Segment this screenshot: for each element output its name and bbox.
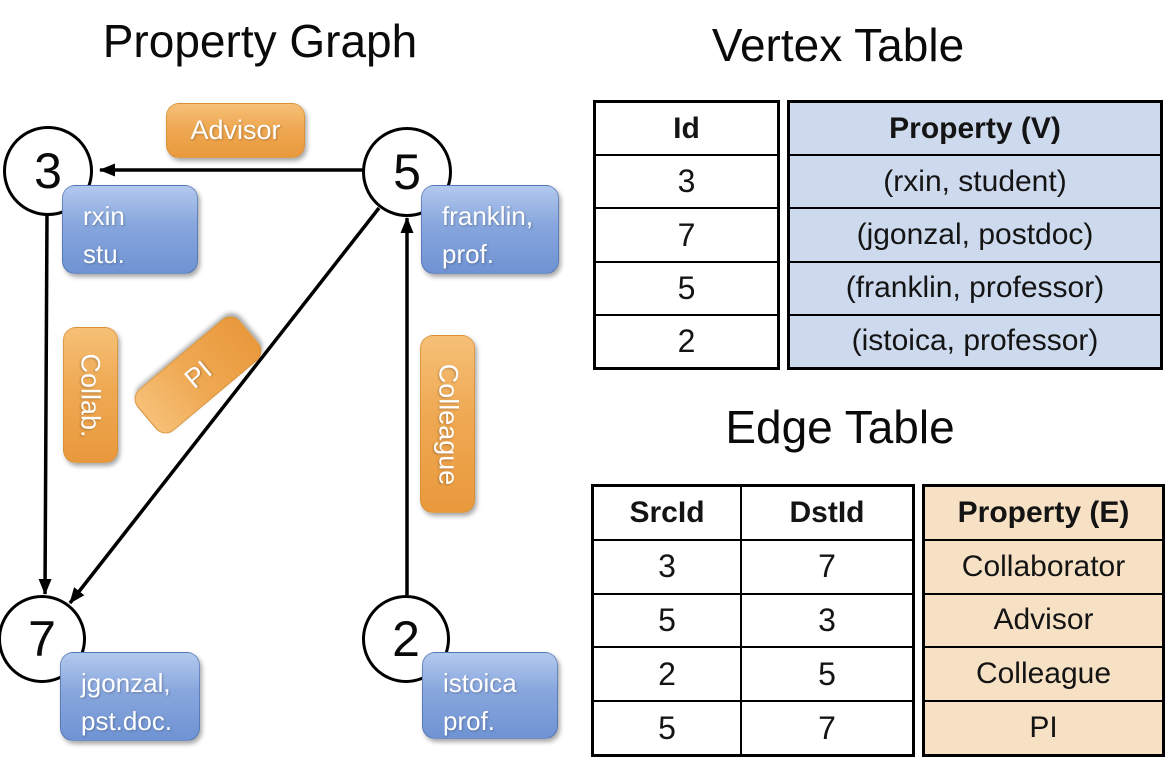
vertex-row-property: (franklin, professor) (790, 260, 1160, 314)
node-3-id: 3 (34, 143, 62, 199)
vertex-row-property: (jgonzal, postdoc) (790, 207, 1160, 260)
graph-node-5: 5 (362, 127, 452, 217)
vertex-table-property-column: Property (V) (rxin, student) (jgonzal, p… (787, 100, 1163, 370)
colleague-label-text: Colleague (433, 363, 463, 485)
edge-row-property: Colleague (925, 646, 1162, 700)
node-5-property-line1: franklin, (442, 201, 534, 231)
node-5-property-box: franklin, prof. (421, 185, 559, 274)
edge-row-property: PI (925, 700, 1162, 754)
edge-row-srcid: 3 (594, 538, 740, 593)
vertex-row-property: (rxin, student) (790, 154, 1160, 207)
edge-row-property: Advisor (925, 592, 1162, 647)
node-3-property-line1: rxin (83, 201, 125, 231)
node-2-id: 2 (392, 611, 420, 667)
edge-col-header-srcid: SrcId (629, 495, 705, 529)
edge-row-dstid: 7 (742, 538, 912, 593)
pi-label-text: PI (178, 354, 218, 395)
edge-row-dstid: 7 (742, 700, 912, 754)
edge-table-property-column: Property (E) Collaborator Advisor Collea… (922, 484, 1165, 757)
graph-node-2: 2 (362, 595, 450, 683)
node-7-property-line1: jgonzal, (81, 668, 171, 698)
edge-3-to-7 (38, 213, 52, 595)
vertex-table-id-column: Id 3 7 5 2 (593, 100, 780, 370)
vertex-row-property: (istoica, professor) (790, 313, 1160, 367)
vertex-row-id: 7 (596, 207, 777, 260)
node-3-property-line2: stu. (83, 239, 125, 269)
collab-label-text: Collab. (76, 352, 107, 438)
graph-edges-arrows (38, 163, 414, 605)
edge-label-collab: Collab. (63, 327, 118, 463)
property-graph-title: Property Graph (102, 15, 418, 67)
edge-row-dstid: 5 (742, 646, 912, 700)
advisor-label-text: Advisor (190, 115, 281, 145)
vertex-row-id: 5 (596, 260, 777, 314)
edge-row-srcid: 5 (594, 700, 740, 754)
edge-col-header-property: Property (E) (957, 495, 1130, 529)
edge-5-to-7 (68, 206, 381, 605)
node-7-property-box: jgonzal, pst.doc. (60, 652, 200, 741)
edge-col-header-dstid: DstId (789, 495, 865, 529)
edge-row-srcid: 5 (594, 592, 740, 647)
vertex-row-id: 3 (596, 154, 777, 207)
node-5-property-line2: prof. (442, 239, 495, 269)
edge-table-title: Edge Table (725, 401, 955, 453)
edge-label-colleague: Colleague (420, 335, 475, 513)
node-2-property-line1: istoica (443, 668, 517, 698)
node-2-property-box: istoica prof. (422, 652, 558, 739)
vertex-col-header-id: Id (673, 111, 700, 145)
edge-row-srcid: 2 (594, 646, 740, 700)
edge-label-advisor: Advisor (166, 103, 305, 158)
vertex-col-header-property: Property (V) (889, 111, 1061, 145)
node-5-id: 5 (393, 144, 421, 200)
node-7-property-line2: pst.doc. (81, 706, 173, 736)
node-2-property-line2: prof. (443, 706, 496, 736)
edge-row-dstid: 3 (742, 592, 912, 647)
edge-table-id-columns: SrcId 3 5 2 5 DstId 7 3 5 7 (591, 484, 915, 757)
node-7-id: 7 (28, 611, 56, 667)
node-3-property-box: rxin stu. (62, 185, 198, 274)
edge-row-property: Collaborator (925, 538, 1162, 593)
vertex-row-id: 2 (596, 313, 777, 367)
vertex-table-title: Vertex Table (711, 19, 965, 71)
